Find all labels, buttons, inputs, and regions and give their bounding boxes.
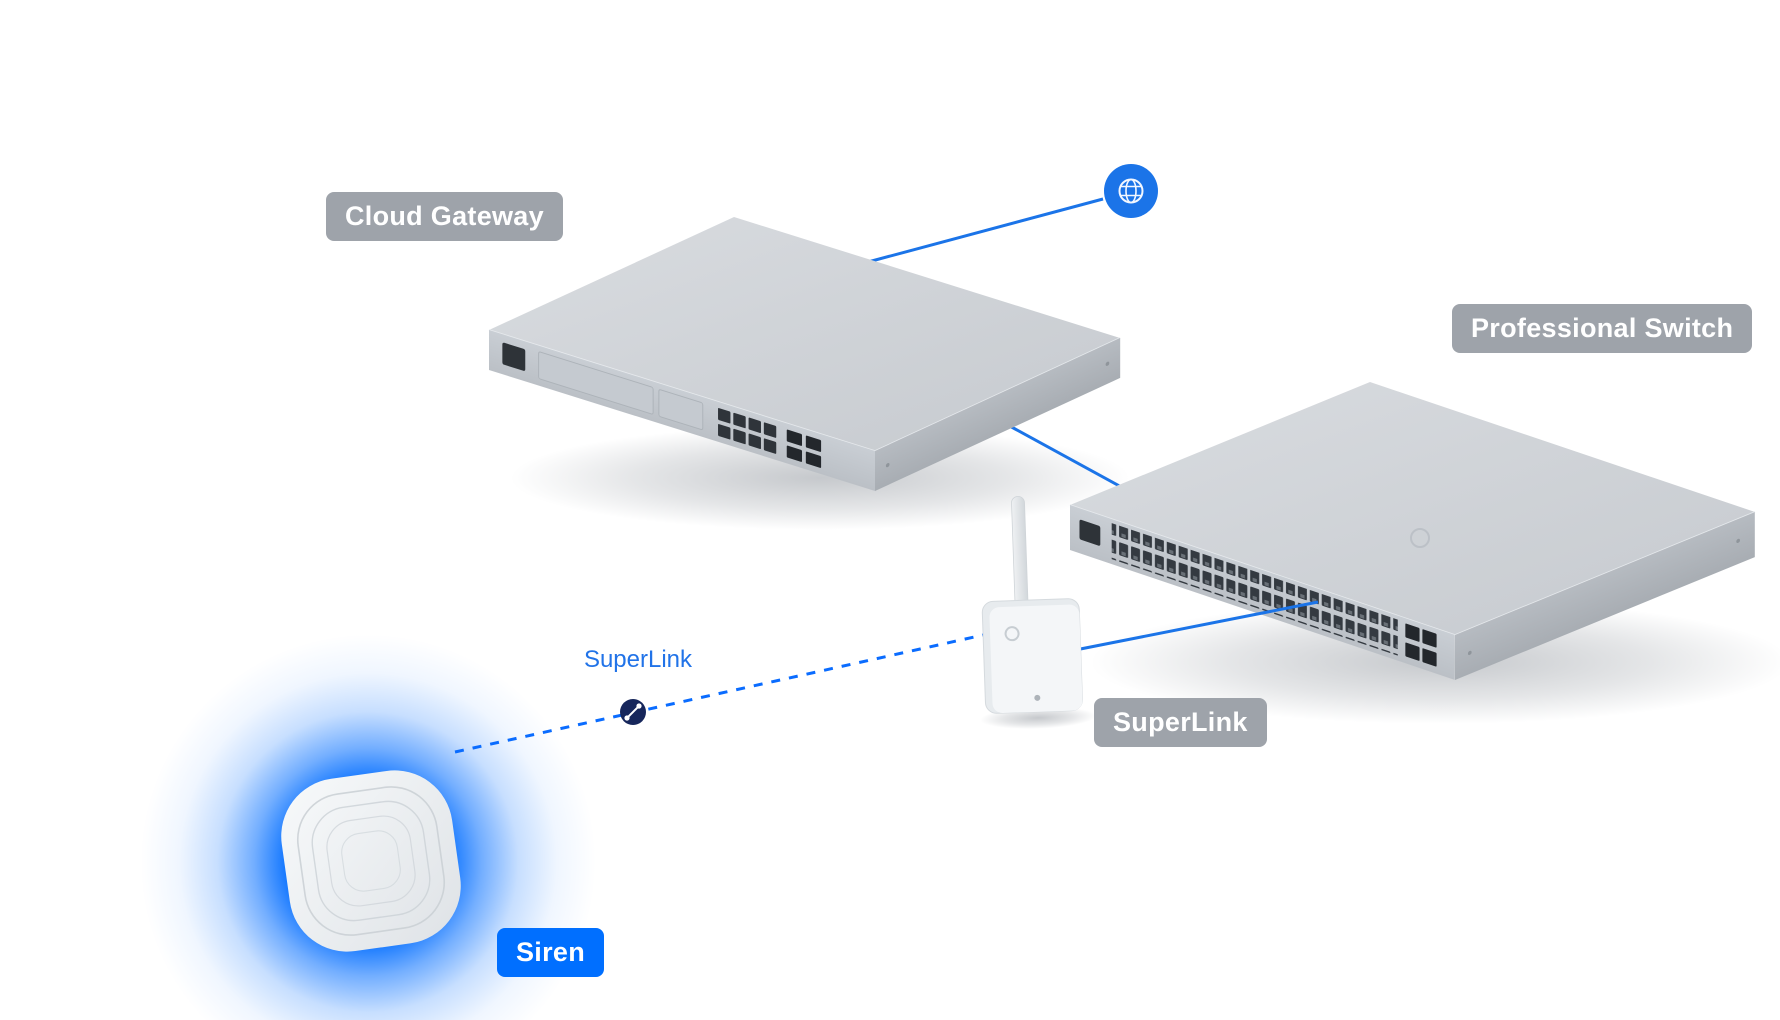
siren-label: Siren — [497, 928, 605, 977]
professional-switch-device — [1069, 382, 1756, 680]
gateway-drive-bay — [538, 351, 654, 415]
superlink-label: SuperLink — [1094, 698, 1267, 747]
gateway-shadow — [510, 426, 1130, 530]
switch-logo — [1410, 528, 1430, 548]
superlink-connection-label: SuperLink — [583, 646, 693, 673]
globe-icon — [1104, 164, 1158, 218]
switch-display — [1079, 519, 1101, 546]
siren-to-superlink-dashed-line — [454, 626, 1016, 754]
gateway-screen — [502, 342, 526, 371]
gateway-rj45-ports — [718, 408, 777, 454]
superlink-led — [1034, 694, 1041, 701]
switch-sfp-ports — [1405, 623, 1437, 667]
gateway-sfp-ports — [786, 429, 822, 468]
internet-to-gateway-line — [867, 197, 1104, 264]
gateway-drive-bay — [658, 389, 704, 431]
link-icon — [620, 699, 646, 725]
superlink-logo — [1004, 626, 1020, 642]
superlink-device — [980, 495, 1096, 730]
cloud-gateway-device — [488, 217, 1121, 492]
cloud-gateway-label: Cloud Gateway — [326, 192, 563, 241]
siren-device — [281, 770, 461, 952]
switch-to-superlink-line — [1049, 600, 1319, 657]
switch-rj45-ports — [1111, 523, 1398, 656]
professional-switch-label: Professional Switch — [1452, 304, 1753, 353]
